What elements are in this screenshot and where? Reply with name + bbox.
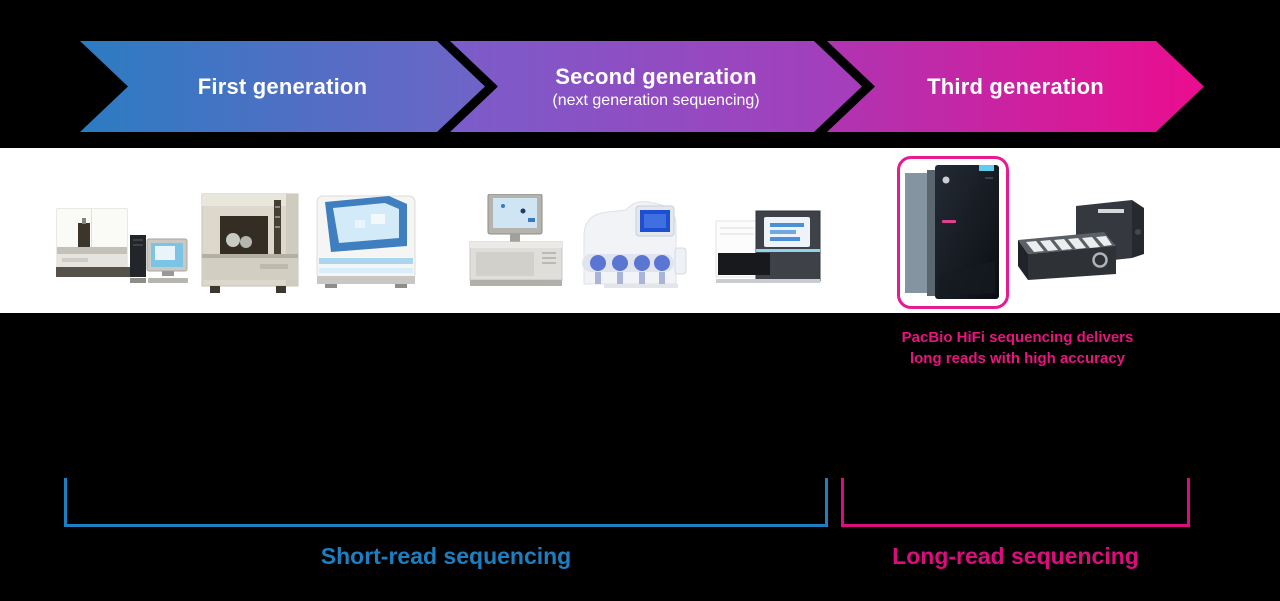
pacbio-caption-line1: PacBio HiFi sequencing delivers [901,329,1134,346]
second-generation-arrow: Second generation (next generation seque… [450,41,862,132]
benchtop-ngs-sequencer-icon [715,210,821,283]
first-generation-label: First generation [197,73,368,99]
pacbio-revio-sequencer-icon [905,165,999,299]
short-read-bracket [64,478,828,527]
pacbio-highlight-outline [897,156,1009,309]
sanger-sequencer-with-workstation-icon [56,208,188,283]
second-generation-sublabel: (next generation sequencing) [552,91,760,109]
capillary-sequencer-blue-icon [316,195,416,288]
pacbio-caption: PacBio HiFi sequencing delivers long rea… [870,327,1165,369]
first-generation-arrow: First generation [80,41,485,132]
third-generation-label: Third generation [927,73,1104,99]
slab-gel-sequencer-icon [201,193,299,293]
nanopore-promethion-devices-icon [1018,200,1144,280]
long-read-sequencing-label: Long-read sequencing [892,543,1139,569]
pyrosequencer-with-monitor-icon [469,194,563,286]
long-read-bracket [841,478,1190,527]
second-generation-label: Second generation [555,63,757,89]
instrument-photo-band [0,148,1280,313]
pacbio-caption-line2: long reads with high accuracy [909,350,1126,367]
short-read-sequencing-label: Short-read sequencing [320,543,572,569]
third-generation-arrow: Third generation [827,41,1204,132]
solid-sequencer-icon [582,201,687,288]
